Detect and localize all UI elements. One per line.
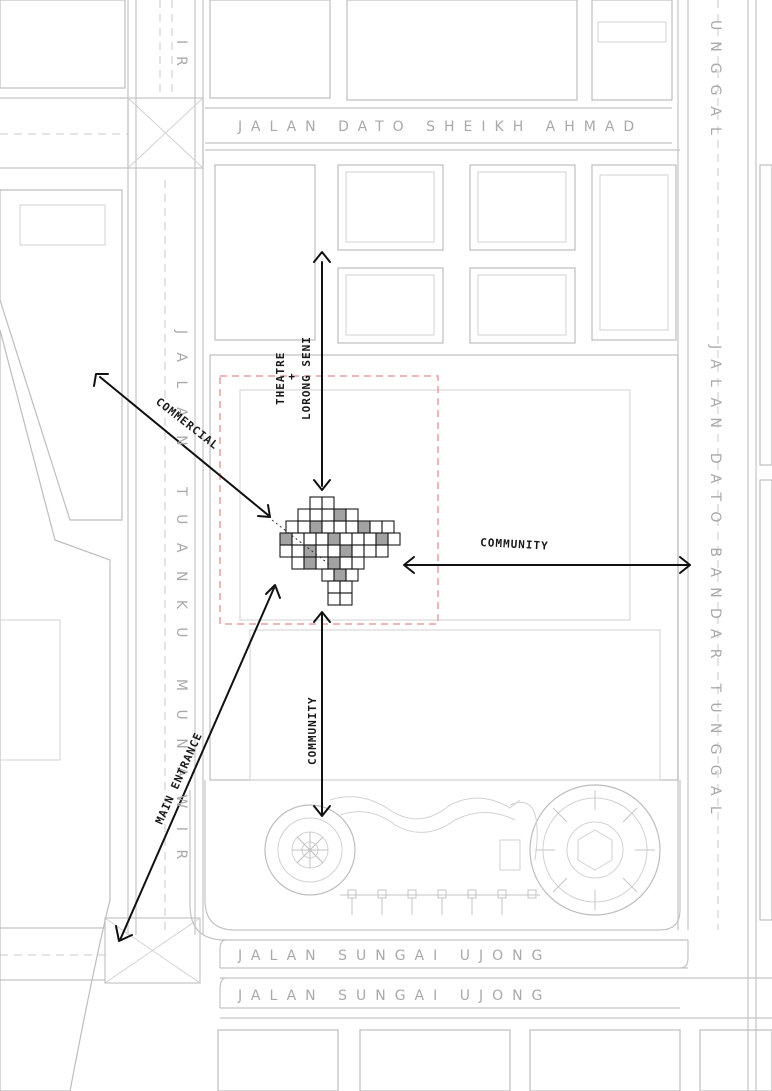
grid-cell (327, 532, 341, 546)
grid-cell (327, 592, 341, 606)
grid-cell (315, 544, 329, 558)
grid-cell (285, 520, 299, 534)
grid-cell (309, 520, 323, 534)
label-plus: + (285, 372, 298, 380)
grid-cell (315, 532, 329, 546)
grid-cell (351, 532, 365, 546)
grid-cell (339, 592, 353, 606)
grid-cell (303, 556, 317, 570)
grid-cell (327, 580, 341, 594)
grid-cell (321, 508, 335, 522)
grid-cell (387, 532, 401, 546)
grid-cell (321, 520, 335, 534)
street-label-dato-bandar-tunggal: JALAN DATO BANDAR TUNGGAL (707, 344, 723, 824)
grid-cell (291, 544, 305, 558)
grid-cell (321, 568, 335, 582)
label-theatre: THEATRE (274, 352, 287, 405)
grid-cell (327, 556, 341, 570)
grid-cell (279, 544, 293, 558)
label-community-south: COMMUNITY (306, 696, 319, 765)
grid-cell (345, 520, 359, 534)
grid-cell (357, 520, 371, 534)
grid-cell (339, 580, 353, 594)
grid-cell (309, 508, 323, 522)
direction-arrows (93, 251, 691, 942)
grid-cell (339, 532, 353, 546)
grid-cell (315, 556, 329, 570)
grid-cell (297, 508, 311, 522)
label-lorong-seni: LORONG SENI (300, 336, 313, 420)
street-label-sungai-ujong-lower: JALAN SUNGAI UJONG (237, 988, 551, 1004)
grid-cell (309, 496, 323, 510)
street-label-top-fragment-right: UNGGAL (707, 20, 723, 146)
grid-cell (279, 532, 293, 546)
grid-cell (369, 520, 383, 534)
grid-cell (297, 520, 311, 534)
grid-cell (333, 508, 347, 522)
grid-cell (291, 556, 305, 570)
grid-cell (333, 520, 347, 534)
grid-cell (345, 508, 359, 522)
grid-cell (351, 544, 365, 558)
street-label-top-fragment-left: IR (173, 40, 189, 78)
grid-cell (339, 556, 353, 570)
street-label-tuanku-munawir: JALAN TUANKU MUNAWIR (173, 329, 189, 878)
grid-cell (375, 532, 389, 546)
grid-cell (351, 556, 365, 570)
grid-cell (321, 496, 335, 510)
grid-cell (363, 532, 377, 546)
civic-plaza (264, 784, 661, 916)
grid-cell (345, 568, 359, 582)
grid-cell (339, 544, 353, 558)
grid-cell (375, 544, 389, 558)
grid-cell (327, 544, 341, 558)
street-label-sungai-ujong-upper: JALAN SUNGAI UJONG (237, 948, 551, 964)
grid-cell (303, 532, 317, 546)
site-boundary (219, 375, 439, 625)
building-grid-motif (279, 496, 401, 606)
grid-cell (291, 532, 305, 546)
grid-cell (381, 520, 395, 534)
grid-cell (303, 544, 317, 558)
label-community-east: COMMUNITY (480, 536, 549, 553)
street-label-dato-sheikh-ahmad: JALAN DATO SHEIKH AHMAD (237, 119, 643, 135)
grid-cell (363, 544, 377, 558)
grid-cell (333, 568, 347, 582)
